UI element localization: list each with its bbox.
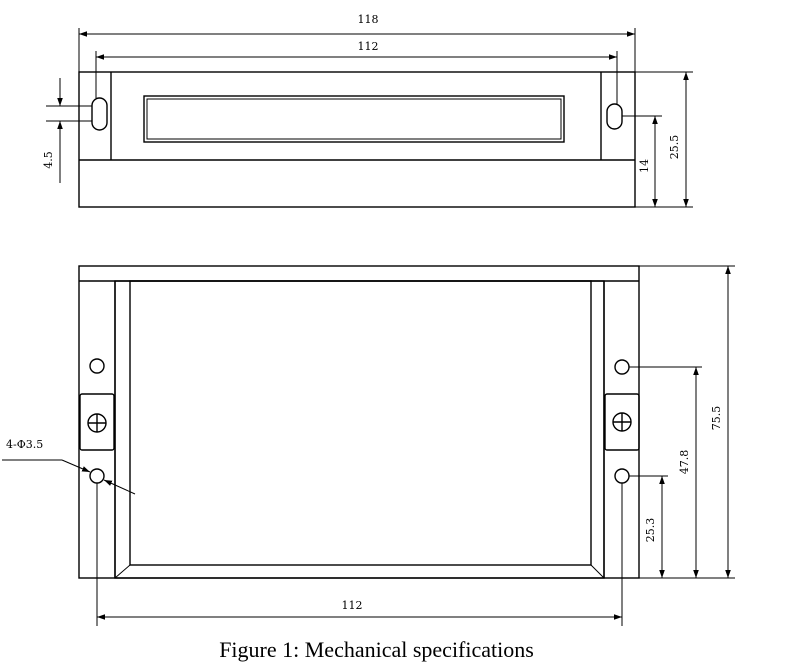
mount-hole-left-upper	[89, 358, 105, 374]
display-window-inner	[146, 98, 562, 140]
mount-hole-right-lower	[614, 468, 630, 484]
dim-label-25-3: 25.3	[644, 518, 657, 543]
dim-label-112-bottom: 112	[342, 599, 363, 612]
ground-terminal-left	[79, 393, 115, 451]
mount-hole-left-lower	[89, 468, 105, 484]
top-view-body	[78, 71, 636, 208]
mount-hole-right-upper	[614, 359, 630, 375]
dim-label-14: 14	[638, 159, 651, 173]
top-view: 118 112 4.5 14 25.5	[42, 13, 693, 208]
dim-label-75-5: 75.5	[710, 406, 723, 431]
dim-label-25-5: 25.5	[668, 135, 681, 160]
dim-label-47-8: 47.8	[678, 450, 691, 475]
dim-label-4-5: 4.5	[42, 151, 55, 169]
dim-label-112-top: 112	[358, 40, 379, 53]
ground-terminal-right	[604, 393, 640, 451]
front-panel-inner	[129, 280, 592, 566]
display-window-outer	[143, 95, 565, 143]
front-view-body	[78, 265, 640, 579]
mount-slot-right	[606, 103, 623, 130]
mount-slot-left	[91, 97, 108, 131]
front-view: 4-Φ3.5 112 25.3 47.8 75.5	[2, 265, 735, 626]
dim-label-118: 118	[358, 13, 379, 26]
figure-caption: Figure 1: Mechanical specifications	[219, 637, 534, 662]
hole-callout-label: 4-Φ3.5	[6, 438, 43, 451]
front-panel-outer	[114, 280, 605, 579]
